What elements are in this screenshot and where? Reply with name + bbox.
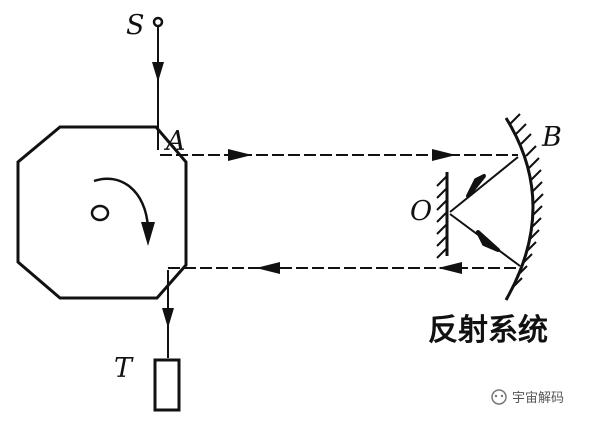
flat-mirror-hatching <box>436 175 448 259</box>
arrow-left-2 <box>438 262 462 274</box>
arrow-o-to-mirror <box>476 230 500 252</box>
watermark: 宇宙解码 <box>491 389 564 406</box>
telescope <box>153 358 181 412</box>
arrow-down-s <box>152 62 164 82</box>
arrow-right-1 <box>228 149 252 161</box>
label-s: S <box>126 10 145 41</box>
concave-mirror-b <box>504 117 535 301</box>
beam-b-to-o <box>449 156 519 213</box>
concave-mirror-hatching <box>509 113 544 289</box>
label-reflection-system: 反射系统 <box>428 313 548 348</box>
label-a: A <box>163 126 186 157</box>
arrow-right-2 <box>432 149 456 161</box>
source-point <box>152 16 164 28</box>
watermark-logo-icon <box>491 389 507 405</box>
rotation-arrowhead <box>141 222 155 246</box>
label-b: B <box>541 122 562 153</box>
rotation-arrow <box>93 177 150 229</box>
watermark-text: 宇宙解码 <box>512 391 564 406</box>
label-o: O <box>410 196 432 227</box>
arrow-down-t <box>162 308 174 328</box>
arrow-left-1 <box>256 262 280 274</box>
mirror-axle <box>90 204 110 222</box>
arrow-b-to-o <box>466 174 486 198</box>
label-t: T <box>114 353 134 384</box>
octagonal-mirror <box>16 125 188 300</box>
